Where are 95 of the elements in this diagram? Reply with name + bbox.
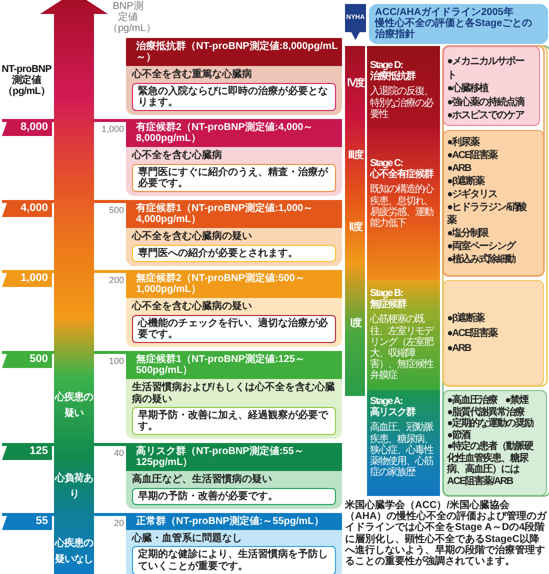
stage-description: 高血圧、冠動脈疾患、糖尿病、狭心症、心毒性薬物使用、心筋症の家族歴 (370, 422, 434, 478)
nyha-class: Ⅱ度 (348, 222, 364, 234)
treatment-item: ●強心薬の持続点滴 (447, 96, 526, 109)
category-header: 高リスク群（NT-proBNP測定値:55～125pg/mL） (126, 443, 342, 472)
category-description: 心不全を含む心臓病 (132, 150, 223, 162)
bnp-value: 100 (108, 356, 124, 366)
treatment-item: ●ACE阻害薬 (447, 149, 499, 162)
advice-box: 定期的な健診により、生活習慣病を予防していくことが重要です。 (132, 546, 336, 574)
stage-band (367, 128, 440, 280)
stage-band (367, 46, 440, 128)
treatment-item: ●ARB (447, 162, 472, 175)
zone-label: 心疾患の疑い (54, 390, 94, 420)
title-box (369, 4, 548, 44)
category-description: 心不全を含む心臓病の疑い (132, 231, 253, 243)
category-card (126, 119, 342, 196)
category-description: 生活習慣病および/もしくは心不全を含む心臓病の疑い (132, 382, 336, 405)
axis-title: BNP測定値（pg/mL） (108, 1, 148, 35)
bnp-value: 20 (112, 518, 124, 528)
category-header: 無症候群2（NT-proBNP測定値:500～1,000pg/mL） (126, 270, 342, 298)
treatment-item: ●β遮断薬 (447, 311, 486, 326)
treatment-item: ●両室ペーシング (447, 240, 517, 253)
treatment-box (443, 390, 547, 496)
category-card (126, 270, 342, 347)
treatment-item: ●β遮断薬 (447, 175, 486, 188)
category-header: 正常群（NT-proBNP測定値:～55pg/mL） (126, 513, 342, 530)
treatment-item: ●節酒 (447, 430, 470, 440)
advice-box: 早期予防・改善に加え、経過観察が必要です。 (132, 406, 336, 436)
treatment-item: ●ACE阻害薬 (447, 326, 499, 341)
category-header: 無症候群1（NT-proBNP測定値:125～500pg/mL） (126, 351, 342, 380)
heading-text: 慢性心不全の評価と各Stageごとの治療指針 (375, 18, 534, 41)
caption-text: 米国心臓学会（ACC）/米国心臓協会（AHA）の慢性心不全の評価および管理のガイドラインでは心不全をStage A～Dの4段階に層別化し、顕性心不全であるStageC以降へ進行しないよう、早期の段階で治療管理することの重要性が強調されています。 (345, 500, 548, 568)
threshold-tab: 4,000 (2, 200, 52, 217)
treatment-item: ●特定の患者（動脈硬化性血管疾患、糖尿病、高血圧）にはACE阻害薬/ARB (447, 441, 534, 487)
stage-label: Stage D: (370, 60, 403, 71)
advice-box: 緊急の入院ならびに即時の治療が必要となります。 (132, 82, 336, 111)
treatment-item: ●心臓移植 (447, 82, 490, 96)
advice-box: 専門医にすぐに紹介のうえ、精査・治療が必要です。 (132, 164, 336, 192)
nyha-class: Ⅲ度 (347, 150, 364, 162)
treatment-box (443, 280, 544, 386)
stage-label: Stage B: (370, 288, 403, 299)
advice-box: 心機能のチェックを行い、適切な治療が必要です。 (132, 314, 336, 343)
stage-description: 心筋梗塞の既往、左室リモデリング（左室肥大、収縮障害）、無症候性弁膜症 (370, 314, 435, 382)
nyha-class: Ⅰ度 (349, 318, 362, 330)
category-card (126, 351, 342, 440)
nyha-class: Ⅳ度 (346, 78, 366, 90)
category-header: 有症候群1（NT-proBNP測定値:1,000～4,000pg/mL） (126, 200, 342, 228)
treatment-item: ●植込み式除細動 (447, 253, 516, 266)
stage-title: 無症候群 (370, 299, 408, 310)
category-description: 心臓・血管系に問題なし (132, 533, 243, 544)
stage-title: 高リスク群 (370, 407, 416, 418)
zone-label: 心負荷あり (54, 471, 94, 502)
stage-label: Stage C: (370, 158, 403, 169)
treatment-item: ●メカニカルサポート (447, 55, 526, 82)
treatment-box (443, 130, 544, 276)
heading-text: ACC/AHAガイドライン2005年 (375, 7, 514, 18)
treatment-item: ●ARB (447, 342, 472, 356)
bnp-value: 500 (108, 205, 124, 216)
stage-description: 入退院の反復、特別な治療の必要性 (370, 86, 434, 120)
category-card (126, 200, 342, 266)
advice-box: 専門医への紹介が必要とされます。 (132, 244, 336, 262)
category-card (126, 513, 342, 574)
zone-label: 心疾患の疑いなし (54, 536, 94, 567)
bnp-value: 200 (108, 275, 124, 286)
axis-title: NT-proBNP測定値（pg/mL） (0, 64, 52, 98)
threshold-tab: 500 (2, 351, 52, 368)
treatment-item: ●禁煙 (505, 395, 528, 406)
treatment-item: ●高血圧治療 (447, 395, 498, 406)
treatment-item: ●ジギタリス (447, 188, 498, 201)
threshold-tab: 8,000 (2, 119, 52, 136)
advice-box: 早期の予防・改善が必要です。 (132, 488, 336, 505)
stage-label: Stage A: (370, 396, 404, 407)
treatment-box (443, 46, 540, 126)
threshold-tab: 125 (2, 443, 52, 460)
treatment-item: ●ヒドララジン/硝酸薬 (447, 201, 528, 227)
treatment-item: ●脂質代謝異常治療 (447, 406, 524, 418)
category-description: 高血圧など、生活習慣病の疑い (132, 474, 273, 486)
treatment-item: ●利尿薬 (447, 136, 481, 149)
category-header: 有症候群2（NT-proBNP測定値:4,000～8,000pg/mL） (126, 119, 342, 148)
bnp-value: 40 (112, 448, 124, 458)
threshold-tab: 1,000 (2, 270, 52, 287)
stage-title: 心不全有症候群 (370, 169, 434, 180)
category-description: 心不全を含む重篤な心臓病 (132, 69, 253, 81)
category-card (126, 443, 342, 509)
stage-title: 治療抵抗群 (370, 71, 416, 82)
stage-band (367, 280, 440, 390)
stage-description: 既知の構造的心疾患、息切れ、易疲労感、運動能力低下 (370, 184, 434, 230)
treatment-item: ●ホスピスでのケア (447, 109, 526, 122)
threshold-tab: 55 (2, 513, 52, 530)
category-card (126, 38, 342, 115)
stage-band (367, 390, 440, 496)
category-header: 治療抵抗群（NT-proBNP測定値:8,000pg/mL～） (126, 38, 342, 66)
treatment-item: ●定期的な運動の奨励 (447, 418, 534, 430)
treatment-item: ●塩分制限 (447, 227, 490, 240)
category-description: 心不全を含む心臓病の疑い (132, 301, 253, 313)
bnp-value: 1,000 (100, 124, 124, 134)
